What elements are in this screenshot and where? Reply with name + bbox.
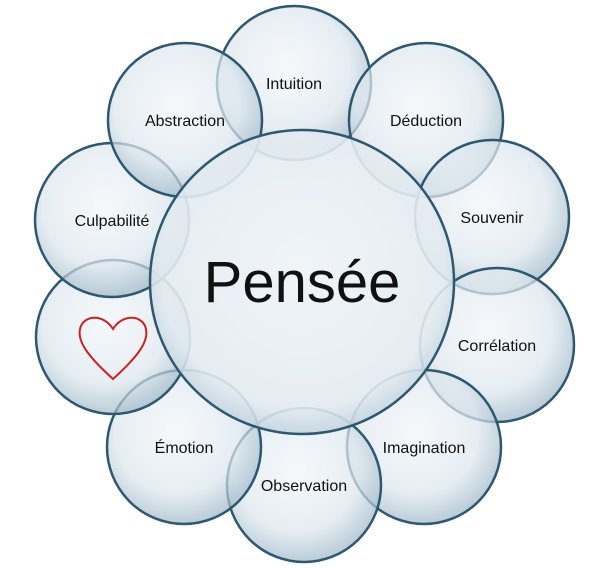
node-label-emotion: Émotion xyxy=(155,438,214,457)
node-label-observation: Observation xyxy=(261,478,347,495)
node-label-abstraction: Abstraction xyxy=(145,113,225,130)
center-circle xyxy=(148,128,456,436)
node-label-souvenir: Souvenir xyxy=(460,210,524,227)
node-label-culpabilite: Culpabilité xyxy=(75,213,150,230)
center-label: Pensée xyxy=(204,250,401,315)
node-label-deduction: Déduction xyxy=(390,113,462,130)
heart-icon xyxy=(78,316,148,381)
node-labels: IntuitionDéductionSouvenirCorrélationIma… xyxy=(75,76,536,495)
node-label-imagination: Imagination xyxy=(383,440,466,457)
node-label-intuition: Intuition xyxy=(266,76,322,93)
node-label-correlation: Corrélation xyxy=(458,338,536,355)
center-node: Pensée xyxy=(148,128,456,436)
